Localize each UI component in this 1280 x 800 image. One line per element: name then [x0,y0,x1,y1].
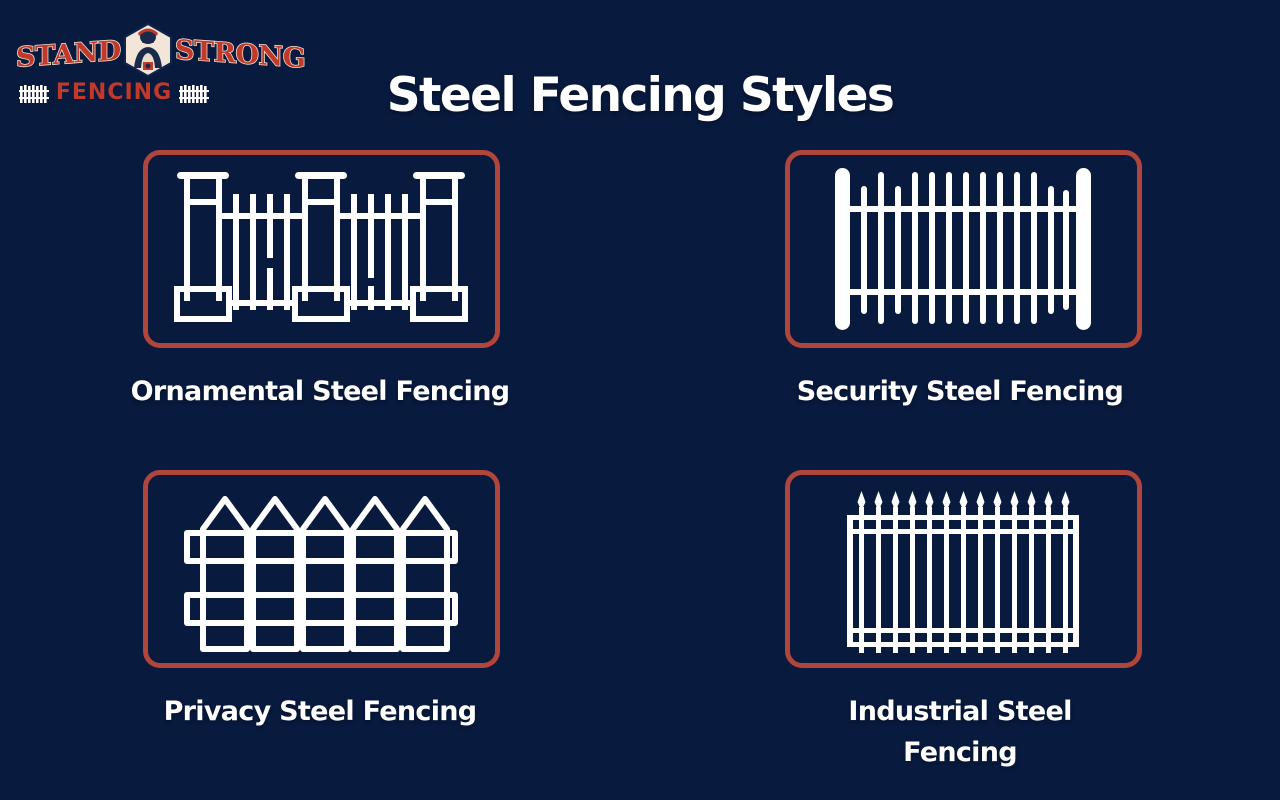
ornamental-fence-icon [174,172,468,322]
picket-fence-icon-right [179,83,210,103]
fence-style-grid: Ornamental Steel Fencing [0,150,1280,790]
brand-logo: STAND STRONG [15,22,306,110]
fence-style-card-security[interactable]: Security Steel Fencing [640,150,1280,470]
industrial-fence-icon [847,491,1079,653]
page-title: Steel Fencing Styles [386,68,895,123]
privacy-fence-icon-frame [142,470,500,668]
fence-style-label-ornamental: Ornamental Steel Fencing [130,376,510,407]
industrial-fence-icon-frame [784,470,1142,668]
logo-bottom-row: FENCING [16,80,212,106]
security-fence-icon-frame [784,150,1142,348]
logo-top-row: STAND STRONG [15,22,306,78]
fence-style-label-industrial: Industrial Steel Fencing [848,696,1072,768]
fence-style-label-security: Security Steel Fencing [796,376,1124,407]
security-fence-icon [835,168,1091,330]
logo-word-strong: STRONG [174,33,306,75]
picket-fence-icon-left [18,83,49,103]
fence-builder-mascot-badge-icon [121,22,175,78]
privacy-fence-icon [184,496,458,652]
fence-style-label-privacy: Privacy Steel Fencing [163,696,478,727]
logo-word-fencing: FENCING [55,80,173,105]
fence-style-card-ornamental[interactable]: Ornamental Steel Fencing [0,150,640,470]
ornamental-fence-icon-frame [142,150,500,348]
logo-word-stand: STAND [15,34,121,74]
fence-style-card-privacy[interactable]: Privacy Steel Fencing [0,470,640,790]
fence-style-card-industrial[interactable]: Industrial Steel Fencing [640,470,1280,790]
